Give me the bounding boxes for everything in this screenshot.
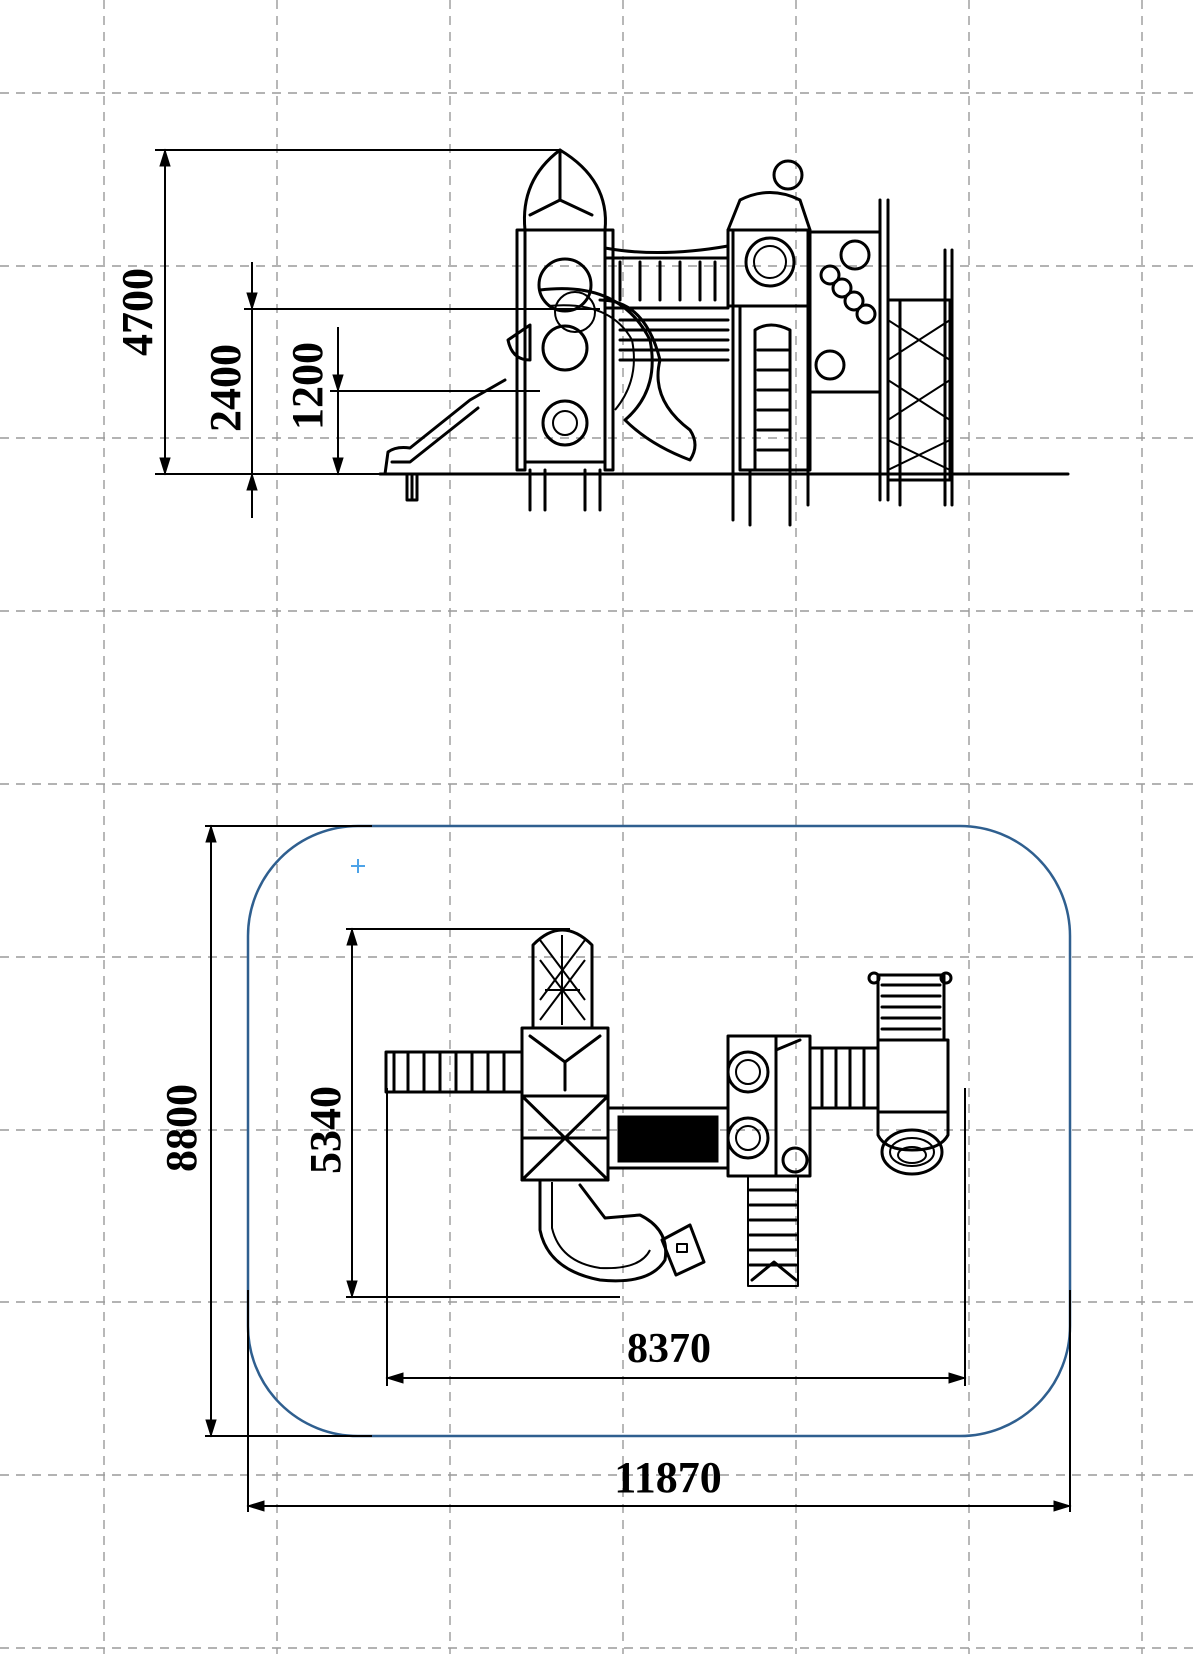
crosshair-marker-icon	[351, 859, 365, 873]
dimension-label-safety-zone-height: 8800	[157, 1084, 206, 1172]
dimension-label-high-platform: 2400	[201, 344, 250, 432]
elevation-view: 4700 2400 1200	[113, 148, 1070, 527]
dimension-equipment-length: 8370	[385, 1088, 967, 1386]
dimension-high-platform: 2400	[201, 262, 600, 518]
playground-plan-drawing	[384, 928, 953, 1287]
dimension-label-low-platform: 1200	[283, 342, 332, 430]
safety-zone-outline	[246, 824, 1072, 1438]
playground-elevation-drawing	[383, 148, 954, 527]
dimension-safety-zone-height: 8800	[157, 824, 372, 1438]
dimension-label-total-height: 4700	[113, 268, 162, 356]
dimension-total-height: 4700	[113, 148, 560, 476]
plan-view: 8800 11870 5340 8370	[157, 824, 1072, 1512]
dimension-label-equipment-length: 8370	[627, 1326, 711, 1372]
dimension-safety-zone-width: 11870	[246, 1290, 1072, 1512]
dimension-label-equipment-depth: 5340	[301, 1086, 350, 1174]
dimension-equipment-depth: 5340	[301, 927, 620, 1299]
dimension-label-safety-zone-width: 11870	[614, 1453, 722, 1502]
dimension-low-platform: 1200	[283, 327, 540, 476]
